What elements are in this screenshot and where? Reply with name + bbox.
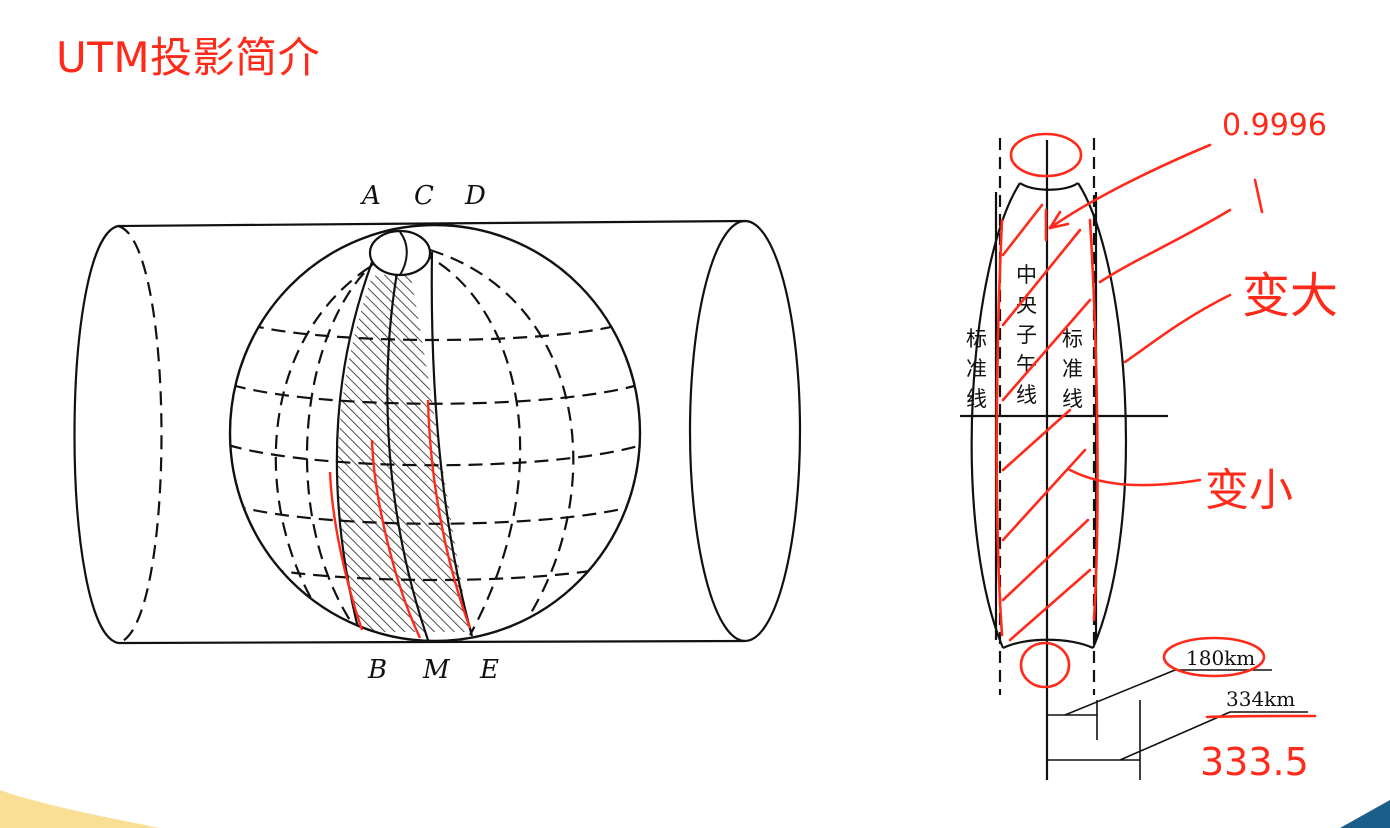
width-corrected-annotation: 333.5 <box>1200 740 1309 784</box>
dim-180km: 180km <box>1186 646 1255 670</box>
svg-text:中: 中 <box>1016 263 1037 287</box>
red-meridians <box>328 399 472 639</box>
footer-swoosh <box>0 790 160 828</box>
label-c: C <box>414 181 434 211</box>
solid-meridians <box>335 251 474 641</box>
central-meridian-label: 中 央 子 午 线 <box>1016 263 1037 407</box>
right-standard-line-label: 标 准 线 <box>1062 327 1083 411</box>
becomes-smaller-annotation: 变小 <box>1205 465 1293 516</box>
pole-cap <box>368 229 432 277</box>
left-standard-line-label: 标 准 线 <box>966 327 987 411</box>
label-a: A <box>360 181 381 211</box>
dim-334km: 334km <box>1226 687 1295 711</box>
svg-text:准: 准 <box>1062 357 1083 381</box>
slide-title: UTM投影简介 <box>56 33 321 82</box>
globe <box>228 223 642 643</box>
svg-text:准: 准 <box>966 357 987 381</box>
svg-text:子: 子 <box>1016 323 1037 347</box>
svg-text:标: 标 <box>1062 327 1083 351</box>
becomes-larger-annotation: 变大 <box>1242 268 1338 324</box>
svg-text:线: 线 <box>1062 387 1083 411</box>
hatched-zone <box>337 272 470 632</box>
scale-central-annotation: 0.9996 <box>1222 108 1327 143</box>
label-d: D <box>464 181 486 211</box>
globe-outline <box>228 223 642 643</box>
svg-text:线: 线 <box>1016 383 1037 407</box>
red-annotations <box>995 132 1317 719</box>
label-b: B <box>367 655 387 685</box>
dashed-meridians <box>274 248 575 636</box>
footer-corner <box>1340 800 1390 828</box>
label-e: E <box>479 655 499 685</box>
label-m: M <box>422 655 451 685</box>
svg-text:线: 线 <box>966 387 987 411</box>
projection-zone <box>960 138 1308 780</box>
svg-text:央: 央 <box>1016 293 1037 317</box>
svg-text:标: 标 <box>966 327 987 351</box>
svg-text:午: 午 <box>1016 353 1037 377</box>
